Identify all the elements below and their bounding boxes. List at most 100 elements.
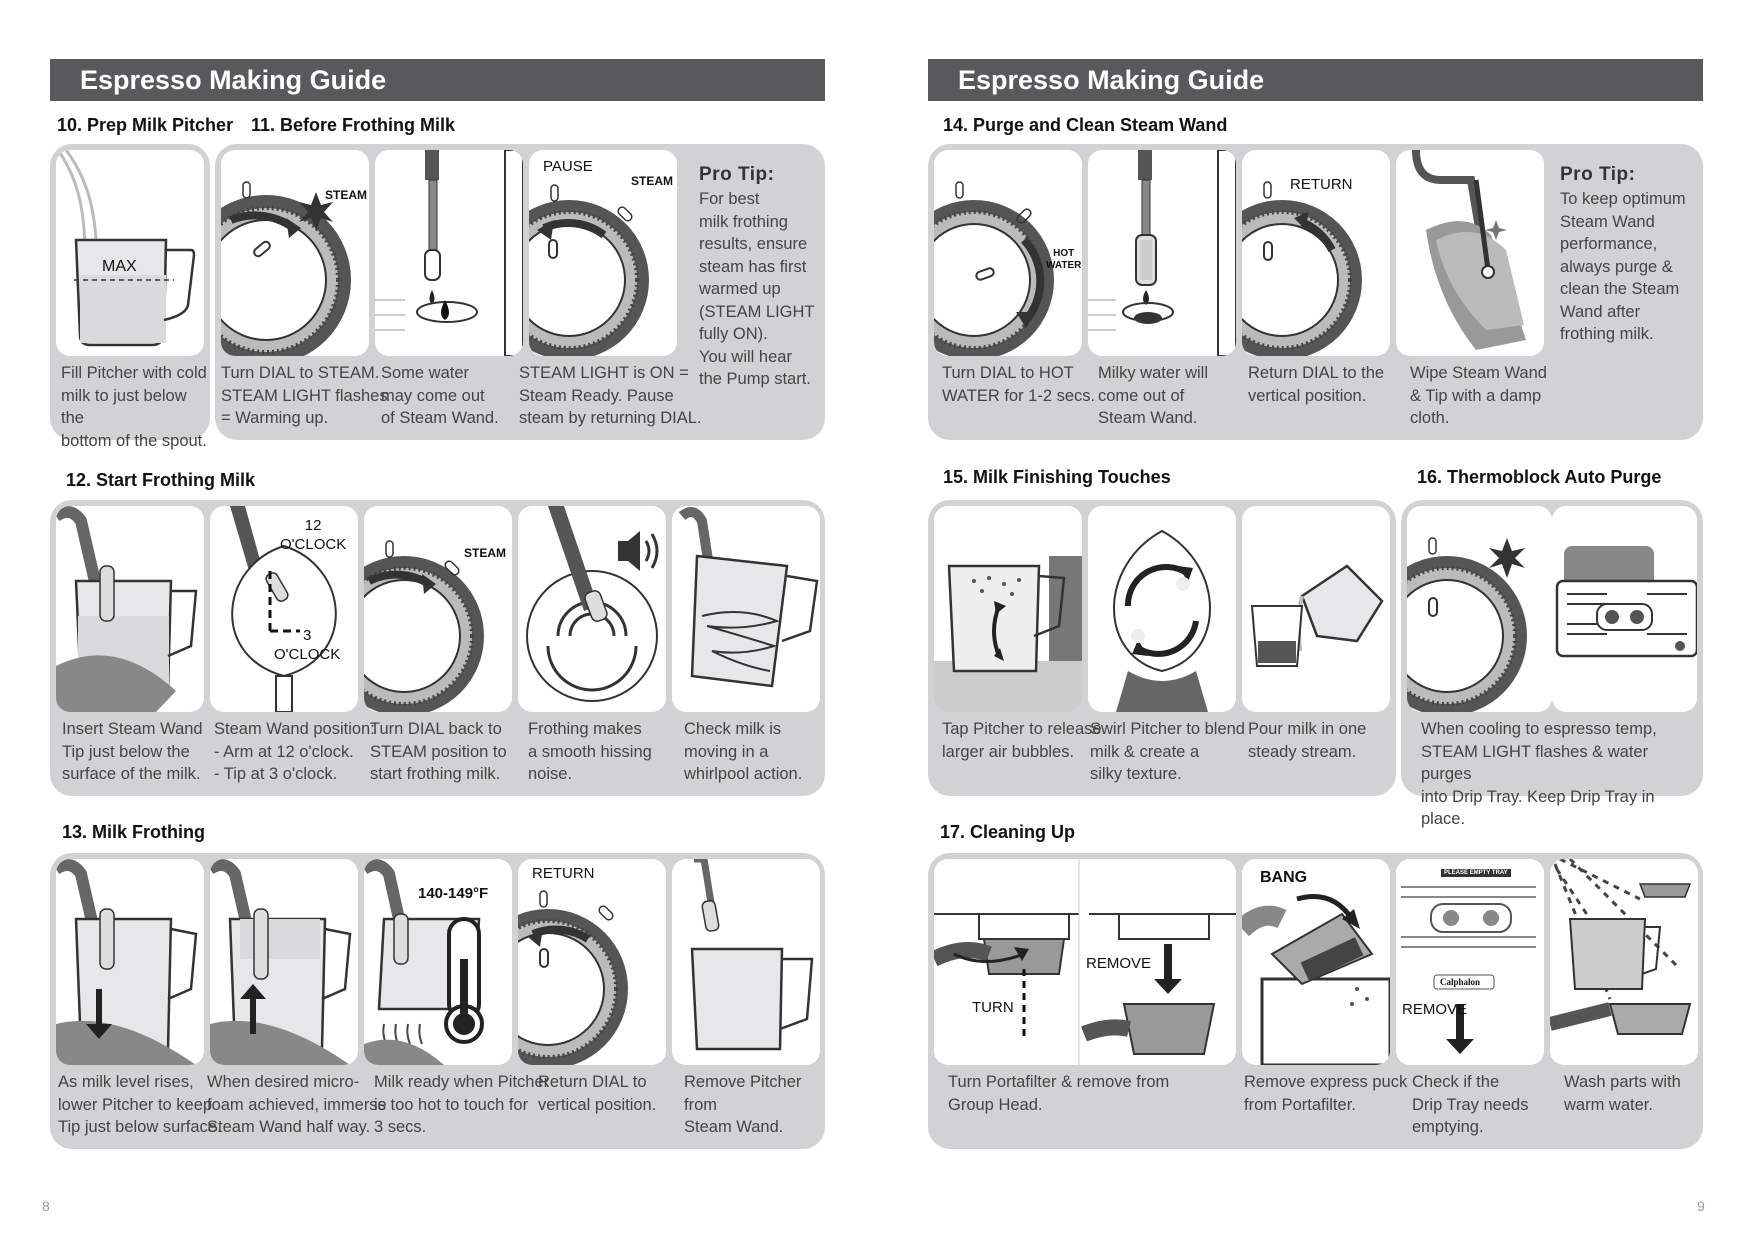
turn-label: TURN	[972, 999, 1014, 1016]
wand-position-illustration	[230, 506, 337, 712]
dial-steam-illustration	[364, 540, 484, 712]
return-label-2: RETURN	[1290, 176, 1353, 193]
dial-pause-illustration	[529, 184, 649, 356]
step12-caption-4: Frothing makes a smooth hissing noise.	[528, 720, 652, 783]
milky-water-illustration	[1088, 150, 1236, 356]
step13-panel-2	[210, 859, 358, 1065]
step10-caption: Fill Pitcher with cold milk to just belo…	[61, 364, 207, 450]
step14-caption-4: Wipe Steam Wand & Tip with a damp cloth.	[1410, 364, 1547, 427]
dial-return-illustration-2	[1242, 181, 1362, 356]
step14-pro-tip: Pro Tip: To keep optimum Steam Wand perf…	[1560, 164, 1686, 346]
step15-panel-3	[1242, 506, 1390, 712]
pour-milk-illustration	[1250, 564, 1384, 667]
step13-panel-1	[56, 859, 204, 1065]
step11-panel-3: PAUSE STEAM	[529, 150, 677, 356]
steam-wand-drip-illustration	[375, 150, 523, 356]
dial-flash-illustration	[1407, 537, 1527, 712]
whirlpool-illustration	[678, 507, 819, 688]
brand-label: Calphalon	[1440, 977, 1481, 987]
step12-panel-2: 12 O'CLOCK 3 O'CLOCK	[210, 506, 358, 712]
please-empty-tray-label: PLEASE EMPTY TRAY	[1441, 869, 1511, 877]
step12-panel-5	[672, 506, 820, 712]
right-header-text: Espresso Making Guide	[958, 65, 1265, 95]
pause-label: PAUSE	[543, 158, 593, 175]
step11-panel-1: STEAM	[221, 150, 369, 356]
step13-panel-4: RETURN	[518, 859, 666, 1065]
drip-tray-remove-illustration	[1396, 869, 1544, 1054]
step15-box: Tap Pitcher to release larger air bubble…	[928, 500, 1396, 796]
step12-panel-1	[56, 506, 204, 712]
step15-caption-3: Pour milk in one steady stream.	[1248, 720, 1367, 761]
step14-title: 14. Purge and Clean Steam Wand	[943, 115, 1228, 135]
step12-caption-3: Turn DIAL back to STEAM position to star…	[370, 720, 507, 783]
step11-caption-1: Turn DIAL to STEAM. STEAM LIGHT flashes …	[221, 364, 388, 427]
step17-caption-3: Check if the Drip Tray needs emptying.	[1412, 1073, 1529, 1136]
pro-tip-text: For best milk frothing results, ensure s…	[699, 190, 815, 388]
right-page-number: 9	[1697, 1198, 1705, 1214]
step16-panel-2	[1552, 506, 1697, 712]
bang-label: BANG	[1260, 869, 1308, 886]
wash-parts-illustration	[1550, 859, 1692, 1035]
steam-label-3: STEAM	[464, 546, 506, 560]
step13-title: 13. Milk Frothing	[62, 822, 206, 842]
right-page-header: Espresso Making Guide	[928, 59, 1703, 101]
dial-return-illustration	[518, 890, 628, 1065]
step10-title: 10. Prep Milk Pitcher	[57, 115, 234, 135]
dial-hot-water-illustration	[934, 181, 1054, 356]
dial-illustration	[221, 181, 351, 356]
return-label: RETURN	[532, 865, 595, 882]
step13-caption-4: Return DIAL to vertical position.	[538, 1073, 657, 1114]
step14-caption-2: Milky water will come out of Steam Wand.	[1098, 364, 1209, 427]
step10-box: MAX Fill Pitcher with cold milk to just …	[50, 144, 210, 450]
step12-panel-3: STEAM	[364, 506, 512, 712]
step16-title: 16. Thermoblock Auto Purge	[1417, 467, 1662, 487]
step17-title: 17. Cleaning Up	[940, 822, 1076, 842]
three-oclock-label: 3 O'CLOCK	[274, 627, 341, 663]
step17-caption-2: Remove express puck from Portafilter.	[1244, 1073, 1408, 1114]
step15-title: 15. Milk Finishing Touches	[943, 467, 1171, 487]
step14-panel-1: HOT WATER	[934, 150, 1082, 356]
steam-label-2: STEAM	[631, 174, 673, 188]
lower-pitcher-illustration	[56, 859, 198, 1065]
step11-box: STEAM Turn DIAL to STEAM. STEAM LIGHT fl…	[215, 144, 825, 440]
remove-pitcher-illustration	[690, 859, 814, 1051]
step13-box: As milk level rises, lower Pitcher to ke…	[50, 853, 825, 1149]
swirl-pitcher-illustration	[1113, 529, 1211, 712]
step11-caption-2: Some water may come out of Steam Wand.	[381, 364, 499, 427]
step17-panel-2: BANG	[1242, 859, 1390, 1065]
step14-caption-3: Return DIAL to the vertical position.	[1248, 364, 1385, 405]
step17-panel-3: PLEASE EMPTY TRAY Calphalon REMOVE	[1396, 859, 1544, 1065]
twelve-oclock-label: 12 O'CLOCK	[280, 517, 347, 553]
step13-caption-1: As milk level rises, lower Pitcher to ke…	[58, 1073, 222, 1136]
hot-water-label: HOT WATER	[1046, 248, 1082, 271]
step17-panel-1: TURN REMOVE	[934, 859, 1236, 1065]
step13-caption-5: Remove Pitcher from Steam Wand.	[684, 1073, 802, 1136]
frothing-sound-illustration	[526, 506, 659, 702]
bang-puck-illustration	[1242, 894, 1390, 1065]
step13-panel-5	[672, 859, 820, 1065]
step12-caption-5: Check milk is moving in a whirlpool acti…	[684, 720, 803, 783]
step14-caption-1: Turn DIAL to HOT WATER for 1-2 secs.	[942, 364, 1096, 405]
step14-box: HOT WATER Turn DIAL to HOT WATER for 1-2…	[928, 144, 1703, 440]
drip-tray-illustration	[1555, 546, 1697, 658]
step17-panel-4	[1550, 859, 1698, 1065]
step12-panel-4	[518, 506, 666, 712]
step15-caption-2: Swirl Pitcher to blend milk & create a s…	[1090, 720, 1245, 783]
step17-box: TURN REMOVE Turn Portafilter & remove fr…	[928, 853, 1703, 1149]
tap-pitcher-illustration	[934, 556, 1082, 712]
step12-caption-1: Insert Steam Wand Tip just below the sur…	[62, 720, 203, 783]
left-page-number: 8	[42, 1198, 50, 1214]
step13-caption-3: Milk ready when Pitcher is too hot to to…	[374, 1073, 550, 1136]
step12-title: 12. Start Frothing Milk	[66, 470, 256, 490]
temperature-label: 140-149°F	[418, 885, 489, 902]
remove-label: REMOVE	[1086, 955, 1152, 972]
step15-panel-2	[1088, 506, 1236, 712]
step11-caption-3: STEAM LIGHT is ON = Steam Ready. Pause s…	[519, 364, 702, 427]
left-page-header: Espresso Making Guide	[50, 59, 825, 101]
remove-label-2: REMOVE	[1402, 1001, 1468, 1018]
steam-label: STEAM	[325, 188, 367, 202]
pitcher-illustration	[56, 150, 196, 347]
step15-panel-1	[934, 506, 1082, 712]
step17-caption-1: Turn Portafilter & remove from Group Hea…	[948, 1073, 1170, 1114]
step14-panel-3: RETURN	[1242, 150, 1390, 356]
